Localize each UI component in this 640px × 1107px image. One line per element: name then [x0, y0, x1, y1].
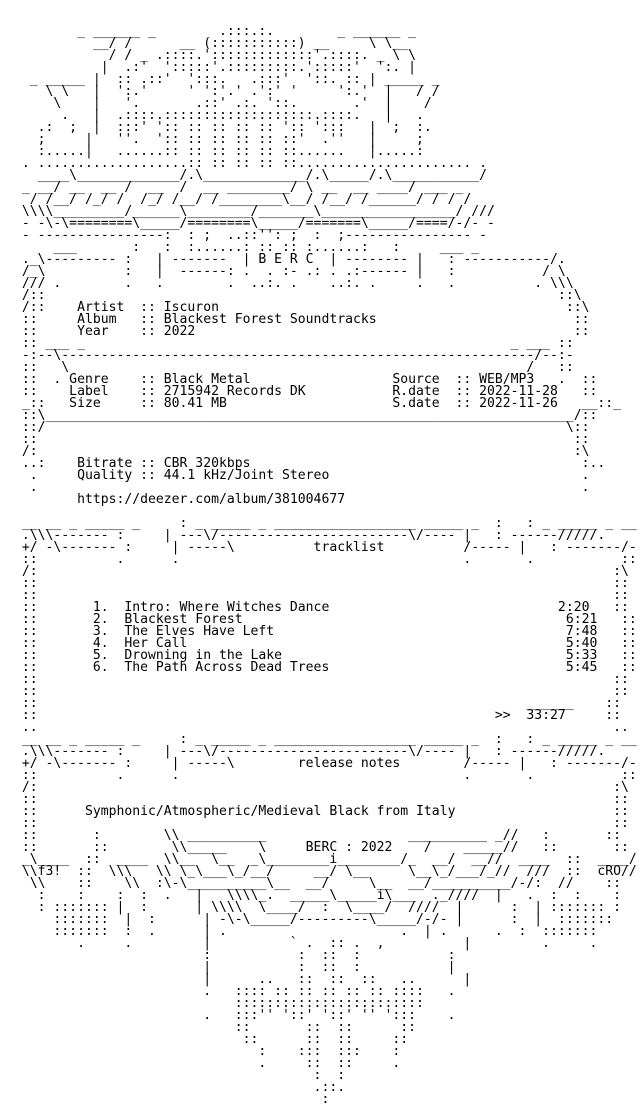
nfo-line: /_\ : | ------: . . :- .: . .:------ | :… — [14, 264, 566, 279]
nfo-line: :: 6. The Path Across Dead Trees 5:45 :: — [14, 660, 637, 675]
nfo-line: https://deezer.com/album/381004677 — [14, 492, 346, 507]
nfo-line: : ::::::: | : | \\\\ \____/ : \____/ ///… — [14, 900, 621, 915]
nfo-line: :: :: \\_____ \ BERC : 2022 / _____// ::… — [14, 840, 629, 855]
nfo-line: :::::::::::::::::::::::: — [14, 996, 424, 1011]
nfo-line: : : :: : : — [14, 948, 456, 963]
nfo-line: : : — [14, 1068, 346, 1083]
nfo-line: \ \ | ':.' ' ':'.' .':' ' ':.' | / / — [14, 84, 440, 99]
nfo-line: / /__/ /_/ / /_/ /__/ /________\__/ /__/… — [14, 192, 472, 207]
nfo-line: :: :: — [14, 792, 629, 807]
nfo-line: /:: Artist :: Iscuron ::\ — [14, 300, 590, 315]
nfo-line: __ __ _ _____ _ : _ _____ _ ____________… — [14, 516, 637, 531]
nfo-line: _ __/ __ __ / __ / __ ________/ \ __ __ … — [14, 180, 464, 195]
nfo-line: ____\_____________/.\_____________/.\___… — [14, 168, 487, 183]
nfo-line: ::/ \:: — [14, 420, 590, 435]
nfo-line: ::::::: : . | . . | . . : ::::::: — [14, 924, 598, 939]
nfo-line: :: :: — [14, 432, 590, 447]
nfo-line: - -\-\========\_____/========\_____/====… — [14, 216, 495, 231]
nfo-line: ._\--------- : | ------- | B E R C | ---… — [14, 252, 566, 267]
nfo-line: _\____ :: ____ \\__ \__ _\________i_____… — [14, 852, 637, 867]
nfo-line: :: Symphonic/Atmospheric/Medieval Black … — [14, 804, 629, 819]
nfo-line: | .:' ':::::'.:::::::::.':::::' ':. | — [14, 60, 417, 75]
nfo-line: :: . . . . :: — [14, 552, 637, 567]
nfo-line: .::. — [14, 1080, 346, 1095]
nfo-line: __ __ _ _____ _ : _ _____ _ ____________… — [14, 732, 637, 747]
nfo-line: \\f3! :: \\\ \\ \_\___\_/__/ __/ \__ \__… — [14, 864, 637, 879]
nfo-line: | .. :: :: :: .. | — [14, 972, 472, 987]
nfo-line: /: :\ — [14, 564, 629, 579]
nfo-line: _ ______ _ .:::.:. _ ______ _ — [14, 24, 417, 39]
nfo-line: :: :: — [14, 576, 629, 591]
nfo-line: :: Year :: 2022 :: — [14, 324, 590, 339]
nfo-line: ; | ''. ':: :: :: :: :: ::' .'' | ; — [14, 132, 424, 147]
nfo-line: :: 2. Blackest Forest 6:21 :: — [14, 612, 637, 627]
nfo-line: :: >> 33:27 :: — [14, 708, 621, 723]
nfo-line: _:: Size :: 80.41 MB S.date :: 2022-11-2… — [14, 396, 621, 411]
nfo-line: .\\\------- : | ---\/-------------------… — [14, 744, 606, 759]
nfo-line: | : :: : | — [14, 960, 456, 975]
nfo-line: -:--\-----------------------------------… — [14, 348, 574, 363]
nfo-line: ::\_____________________________________… — [14, 408, 598, 423]
nfo-document: _ ______ _ .:::.:. _ ______ _ __/ / __ (… — [14, 24, 640, 1107]
nfo-line: . | .::::.:::::::::::::::::::.::::. | . — [14, 108, 424, 123]
nfo-line: ___ : : :......: :: :: :......: : ___ _ — [14, 240, 480, 255]
nfo-line: /: :\ — [14, 780, 629, 795]
nfo-line: : ::: ::: : — [14, 1044, 401, 1059]
nfo-line: \\\\_________/______\________/_______\__… — [14, 204, 495, 219]
nfo-line: +/ -\------- : | -----\ tracklist /-----… — [14, 540, 640, 555]
nfo-line: :: ______ :: — [14, 696, 621, 711]
nfo-line: ..: Bitrate :: CBR 320kbps :.. — [14, 456, 606, 471]
nfo-line: . ...................:: :: :: :: ::.....… — [14, 156, 487, 171]
nfo-line: : : : : . | \\\\_. _____\_____i\___ ._//… — [14, 888, 621, 903]
nfo-line: :: 3. The Elves Have Left 7:48 :: — [14, 624, 637, 639]
nfo-line: .\\\------- : | ---\/-------------------… — [14, 528, 606, 543]
nfo-line: :: :: — [14, 588, 629, 603]
nfo-line: :: ___ _ _ ___ :: — [14, 336, 574, 351]
nfo-line: /:: ::\ — [14, 288, 582, 303]
nfo-line: :: . Genre :: Black Metal Source :: WEB/… — [14, 372, 598, 387]
nfo-line: .. .. — [14, 720, 629, 735]
nfo-line: :: Label :: 2715942 Records DK R.date ::… — [14, 384, 598, 399]
nfo-line: . :::: :: :: :: :: :: :::: . — [14, 984, 456, 999]
nfo-line: /// . . . . ..:. . ..:. . . . . \\\ — [14, 276, 574, 291]
nfo-line: ::::::: | : | -\-\_____/---------\_____/… — [14, 912, 614, 927]
nfo-line: : — [14, 1092, 330, 1107]
nfo-line: /: :\ — [14, 444, 590, 459]
nfo-line: . :::'' '::' '::' '' '::: . — [14, 1008, 456, 1023]
nfo-line: .: ; | :::' ':: :: :: :: :: ':: '::: | ;… — [14, 120, 432, 135]
nfo-line: - ----------------: : ; ..::'': ; : ;---… — [14, 228, 487, 243]
nfo-line: :: \ / :: — [14, 360, 574, 375]
nfo-line: +/ -\------- : | -----\ release notes /-… — [14, 756, 640, 771]
nfo-line: _ _____ | :: .::' ':::. .:::' '::. :: | … — [14, 72, 440, 87]
nfo-line: :: :: :: :: — [14, 1032, 409, 1047]
nfo-line: :: Album :: Blackest Forest Soundtracks … — [14, 312, 590, 327]
nfo-line: :: :: — [14, 816, 629, 831]
nfo-line: \ | '. .::' .:. '::. .' | / — [14, 96, 432, 111]
nfo-line: :: . . . . :: — [14, 768, 637, 783]
nfo-line: :: 5. Drowning in the Lake 5:33 :: — [14, 648, 637, 663]
nfo-line: . . — [14, 480, 590, 495]
nfo-line: \\ :: \\ :\-\__________\__ __/ \__ __/__… — [14, 876, 640, 891]
nfo-line: :: :: :: :: — [14, 1020, 417, 1035]
nfo-line: . Quality :: 44.1 kHz/Joint Stereo . — [14, 468, 590, 483]
nfo-line: :: :: — [14, 684, 629, 699]
nfo-line: . . | ` . :: . , | . . — [14, 936, 598, 951]
nfo-line: / / _ .::::.':::::::::::::'.::::. _ \ \ — [14, 48, 417, 63]
nfo-line: :: 1. Intro: Where Witches Dance 2:20 :: — [14, 600, 629, 615]
nfo-line: __/ / __ (:::::::::::) __ \ \__ — [14, 36, 409, 51]
nfo-line: :: 4. Her Call 5:40 :: — [14, 636, 637, 651]
nfo-line: :.....| ......:: :: :: :: :: ::...... |.… — [14, 144, 424, 159]
nfo-line: . :: :: . — [14, 1056, 401, 1071]
nfo-line: :: :: — [14, 672, 629, 687]
nfo-line: :: : \\ __________ __________ _// : :: — [14, 828, 621, 843]
